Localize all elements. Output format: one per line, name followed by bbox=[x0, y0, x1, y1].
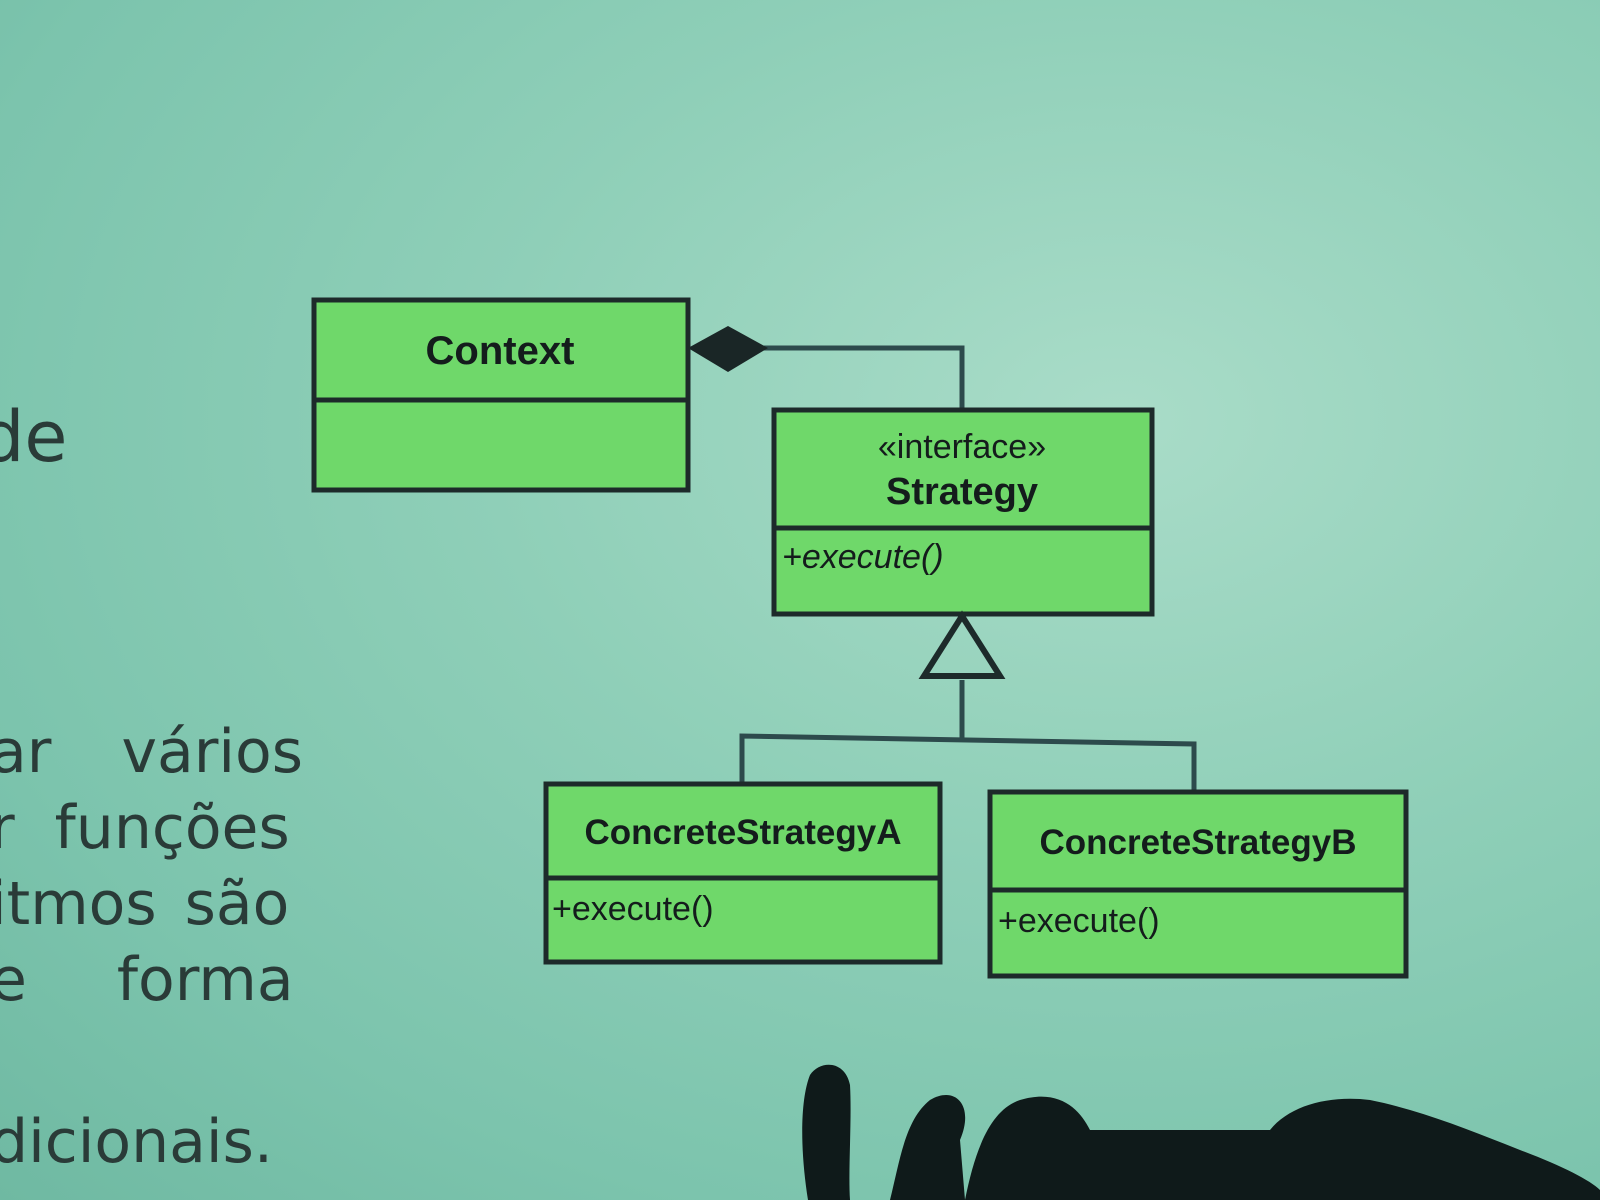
hand-shadow-palm bbox=[965, 1096, 1600, 1200]
hand-shadow-finger bbox=[890, 1094, 966, 1200]
slide-text-word: itmos bbox=[0, 869, 157, 939]
realization-bus-line bbox=[739, 733, 1197, 792]
hand-shadow bbox=[802, 1064, 1600, 1200]
class-strategy: «interface» Strategy +execute() bbox=[771, 407, 1155, 617]
class-concrete-strategy-a: ConcreteStrategyA +execute() bbox=[543, 781, 943, 965]
hand-shadow-finger bbox=[802, 1064, 851, 1200]
class-context-name: Context bbox=[426, 329, 575, 373]
slide-text-fragment-de: de bbox=[0, 396, 68, 478]
class-concrete-strategy-b-operation: +execute() bbox=[998, 902, 1160, 940]
slide-text-word: forma bbox=[116, 945, 294, 1015]
class-concrete-strategy-b-name: ConcreteStrategyB bbox=[1039, 823, 1356, 862]
realization-connector bbox=[739, 610, 1197, 792]
class-concrete-strategy-a-name: ConcreteStrategyA bbox=[584, 813, 901, 852]
class-strategy-operation: +execute() bbox=[782, 538, 944, 576]
class-concrete-strategy-b: ConcreteStrategyB +execute() bbox=[987, 789, 1409, 979]
slide-text-word: funções bbox=[54, 793, 290, 863]
slide-text-word: r bbox=[0, 793, 15, 863]
class-strategy-box bbox=[771, 407, 1155, 617]
class-context-box bbox=[311, 297, 691, 493]
slide-text-word: são bbox=[184, 869, 290, 939]
slide-text-word: ar bbox=[0, 717, 52, 787]
class-context: Context bbox=[311, 297, 691, 493]
composition-connector bbox=[688, 326, 965, 408]
slide-text-word: vários bbox=[121, 717, 304, 787]
class-concrete-strategy-b-box bbox=[987, 789, 1409, 979]
composition-line bbox=[750, 345, 965, 408]
class-concrete-strategy-a-box bbox=[543, 781, 943, 965]
inheritance-arrow-icon bbox=[918, 610, 1006, 679]
class-concrete-strategy-a-operation: +execute() bbox=[552, 890, 714, 928]
slide-text-line-5: dicionais. bbox=[0, 1107, 273, 1177]
composition-diamond-icon bbox=[688, 326, 768, 372]
slide-text-word: e bbox=[0, 945, 27, 1015]
class-strategy-stereotype: «interface» bbox=[878, 428, 1046, 466]
class-strategy-name: Strategy bbox=[886, 471, 1038, 513]
